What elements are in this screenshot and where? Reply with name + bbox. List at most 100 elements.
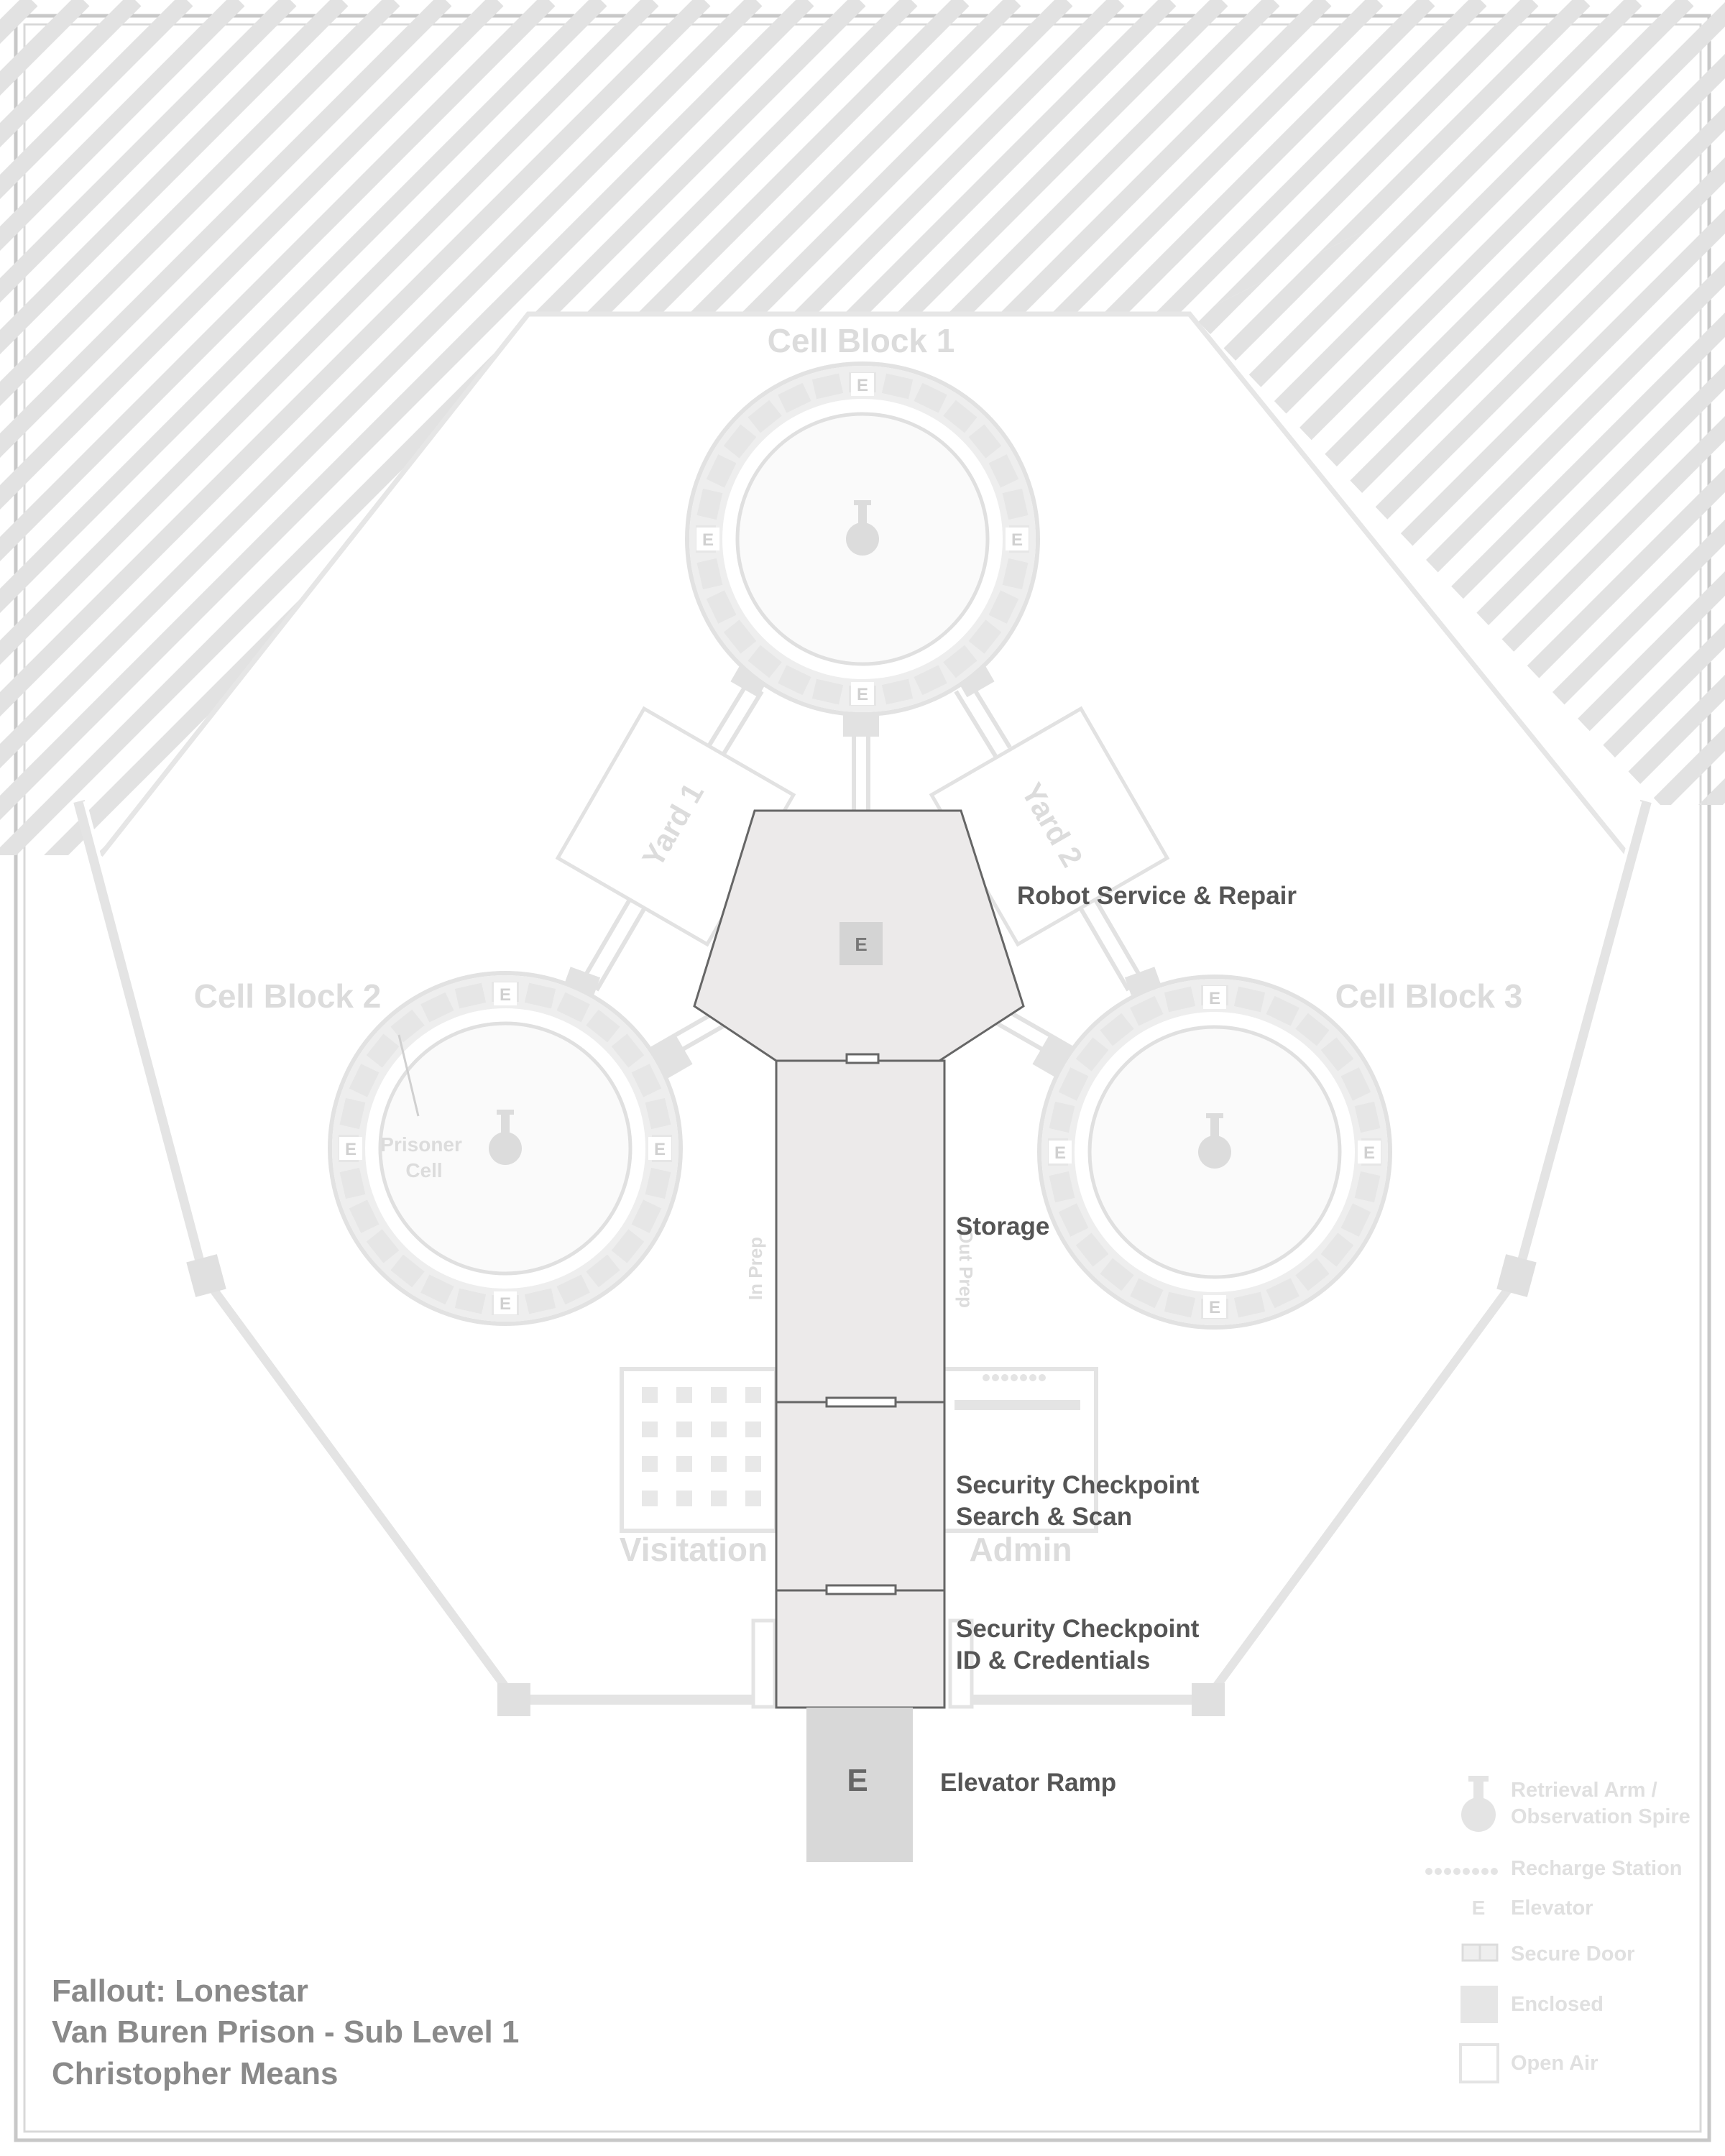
svg-text:E: E: [1363, 1143, 1375, 1163]
prisoner-cell-pointer: [397, 1034, 420, 1117]
prisoner-cell: [339, 1097, 366, 1130]
elevator-icon: [1203, 1295, 1226, 1318]
prisoner-cell: [1002, 558, 1029, 590]
prisoner-cell: [1164, 986, 1196, 1013]
hatch-stripe: [0, 0, 245, 855]
prisoner-cell: [631, 1064, 662, 1097]
central-structure: E In Prep Out Prep: [693, 809, 1025, 1709]
elevator-icon: [851, 682, 874, 705]
hatch-stripe: [0, 0, 297, 855]
checkpoint-id-label: Security Checkpoint ID & Credentials: [956, 1615, 1206, 1674]
perimeter-towers: [186, 1254, 1537, 1716]
prisoner-cell: [988, 454, 1019, 488]
prisoner-cell: [454, 982, 487, 1009]
hatch-stripe: [0, 0, 349, 855]
hatch-stripe: [0, 0, 400, 855]
cell-block-2-label: Cell Block 2: [194, 977, 382, 1015]
prisoner-cell: [1100, 1013, 1134, 1046]
elevator-ramp-label: Elevator Ramp: [940, 1769, 1116, 1797]
robot-service-elevator-mark: E: [855, 934, 867, 955]
elevator-ramp-mark: E: [847, 1763, 868, 1798]
prisoner-cell: [524, 1288, 556, 1314]
hatch-stripe: [0, 0, 814, 855]
elevator-icon: [851, 373, 874, 396]
visitation-table: [745, 1491, 761, 1506]
robot-service-elevator: [840, 922, 883, 965]
recharge-station-icon: [1425, 1868, 1498, 1875]
svg-text:E: E: [500, 1294, 511, 1314]
prisoner-cell: [696, 488, 723, 520]
hatch-stripe: [0, 0, 659, 855]
prisoner-cell: [1233, 986, 1266, 1013]
yard-2: Yard 2: [929, 706, 1170, 947]
prisoner-cell: [1075, 1037, 1109, 1072]
prisoner-cell: [1130, 1278, 1164, 1309]
svg-text:E: E: [1209, 989, 1220, 1008]
legend-open-air-label: Open Air: [1511, 2052, 1598, 2075]
cell-block-1-label: Cell Block 1: [768, 322, 955, 359]
prisoner-cell: [611, 1229, 645, 1263]
hatch-stripe: [0, 0, 711, 855]
visitation-table: [676, 1491, 692, 1506]
elevator-icon: [648, 1137, 671, 1160]
prisoner-cell: [914, 665, 947, 696]
legend-retrieval-label: Retrieval Arm / Observation Spire: [1511, 1779, 1690, 1828]
hatch-stripe: [1193, 0, 1725, 805]
prisoner-cell: [1340, 1067, 1371, 1101]
spire-arm: [1210, 1116, 1219, 1139]
storage-room: [775, 1059, 946, 1404]
prisoner-cell: [645, 1167, 671, 1199]
prisoner-cell: [366, 1033, 400, 1068]
visitation-table: [642, 1422, 658, 1437]
elevator-icon: [1049, 1141, 1072, 1164]
svg-text:E: E: [1209, 1298, 1220, 1317]
hatch-stripe: [0, 0, 556, 855]
prisoner-cell: [1354, 1171, 1381, 1203]
elevator-icon: [494, 1291, 517, 1314]
elevator-icon: [494, 982, 517, 1005]
secure-door-1: [845, 1053, 880, 1064]
elevator-icon: [696, 528, 719, 550]
admin-label: Admin: [969, 1531, 1072, 1568]
visitation-room: Visitation: [620, 1367, 778, 1568]
prisoner-cell: [645, 1097, 671, 1130]
visitation-table: [711, 1422, 727, 1437]
inner-border: [23, 23, 1702, 2133]
admin-room: Admin: [939, 1367, 1098, 1568]
hatch-stripe: [1193, 0, 1725, 805]
visitation-table: [642, 1387, 658, 1403]
visitation-table: [676, 1456, 692, 1472]
prisoner-cell: [454, 1288, 487, 1314]
prisoner-cell: [1049, 1101, 1075, 1133]
visitation-table: [745, 1422, 761, 1437]
elevator-icon: [339, 1137, 362, 1160]
elevator-icon: [1203, 986, 1226, 1009]
prisoner-cell: [339, 1167, 366, 1199]
hex-outline: [98, 311, 1630, 857]
svg-text:E: E: [857, 685, 868, 704]
visitation-table: [745, 1387, 761, 1403]
outer-border: [14, 14, 1711, 2142]
prisoner-cell: [706, 454, 737, 488]
checkpoint-id-room: [775, 1589, 946, 1709]
prisoner-cell: [349, 1064, 380, 1097]
prisoner-cell: [1295, 1258, 1330, 1291]
hatch-stripe: [1193, 0, 1725, 805]
prisoner-cell: [390, 1009, 425, 1043]
prisoner-cell: [696, 558, 723, 590]
observation-spire-icon: [1198, 1135, 1231, 1169]
checkpoint-scan-room: [775, 1401, 946, 1592]
elevator-icon: E: [1472, 1897, 1486, 1919]
observation-spire-icon: [846, 522, 879, 556]
credit-subtitle: Van Buren Prison - Sub Level 1: [52, 2014, 519, 2050]
visitation-table: [745, 1456, 761, 1472]
visitation-table: [711, 1387, 727, 1403]
hatch-stripe: [1193, 0, 1539, 805]
visitation-table: [642, 1491, 658, 1506]
hatch-stripe: [1193, 0, 1591, 805]
prisoner-cell: [706, 590, 737, 624]
prisoner-cell: [1295, 1013, 1330, 1046]
